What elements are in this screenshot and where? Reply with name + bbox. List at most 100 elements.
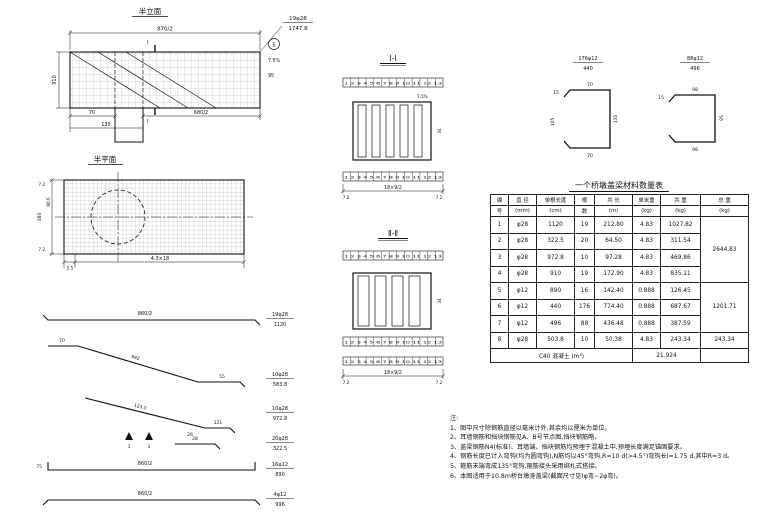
extra-tick-strip (342, 356, 444, 366)
col-header-unit: 号 (490, 205, 509, 217)
rebar-shape-n3 (84, 397, 236, 434)
dim-label: 4.3×18 (151, 256, 170, 262)
bar-length: 322.5 (273, 446, 287, 452)
cell: 176 (574, 298, 595, 316)
cell: 436.48 (594, 315, 633, 333)
slope-label: 7.5% (417, 94, 428, 99)
cell: 910 (536, 265, 575, 283)
dim-label: 7.2 (343, 380, 350, 385)
cell-subtotal: 1201.71 (700, 282, 749, 333)
cell: 10 (574, 249, 595, 267)
notes-block: 注: 1、图中尺寸除钢筋直径以毫米计外,其余均以厘米为单位。 2、耳墙钢筋和挡块… (450, 414, 756, 481)
bar-mark: 16φ12 (272, 462, 288, 468)
table-title-text: 一个桥墩盖梁材料数量表 (569, 181, 669, 192)
dim-label: 70 (587, 153, 593, 159)
cell: 8 (490, 331, 509, 349)
col-header-unit: (kg) (632, 205, 661, 217)
dim-label: 5.5 (67, 266, 74, 271)
stirrup-shape-a (563, 89, 611, 149)
cell: φ28 (508, 249, 537, 267)
triangle-symbol (125, 432, 133, 440)
bar-length: 583.8 (273, 382, 287, 388)
dim-label: 860/2 (138, 491, 152, 497)
dim-label: 7.2 (343, 195, 350, 200)
cell: φ12 (508, 282, 537, 300)
dim-label: 105 (550, 118, 556, 127)
dim-label: 26 (187, 432, 193, 438)
elevation-view: 半立面 870/2 19φ28 1747.8 5 Ⅰ Ⅰ (52, 6, 313, 143)
col-header-unit: (kg) (700, 205, 749, 217)
cell: 4.83 (632, 265, 661, 283)
cell: 890 (536, 282, 575, 300)
cell: 16 (574, 282, 595, 300)
section-2-view: Ⅱ-Ⅱ 1 2 3 4 5 6 7 8 9 10 11 12 13 34 1 2… (340, 229, 446, 385)
rebar-shape-n6 (42, 499, 261, 506)
cell-subtotal: 2644.83 (700, 216, 749, 283)
pier-column-stub (114, 107, 144, 143)
dim-label: 18×9/2 (384, 185, 402, 191)
material-table-block: 一个桥墩盖梁材料数量表 编直 径单根长度根共 长单米重共 重总 重 号(mm)(… (490, 180, 749, 363)
cell: 311.54 (660, 232, 701, 250)
cell: 1027.82 (660, 216, 701, 234)
section-title: Ⅱ-Ⅱ (388, 229, 398, 238)
cell: 774.40 (594, 298, 633, 316)
col-header-unit: (kg) (660, 205, 701, 217)
centerlines (55, 172, 253, 262)
dim-label: 90.6 (46, 197, 51, 207)
dim-label: 34 (437, 128, 442, 134)
col-header: 根 (574, 194, 595, 206)
triangle-symbol (145, 432, 153, 440)
col-header: 总 重 (700, 194, 749, 206)
tick-numbers: 1 2 3 4 5 6 7 8 9 10 11 12 13 (344, 176, 442, 180)
left-dimension-lines (49, 177, 64, 257)
dim-label: 680/2 (194, 110, 208, 116)
cell: 387.59 (660, 315, 701, 333)
bar-callout-mark: 19φ28 (289, 16, 307, 22)
dim-label: 860/2 (138, 461, 152, 467)
bar-length: 496 (690, 66, 700, 72)
bar-length: 440 (583, 66, 593, 72)
cell: 4.83 (632, 331, 661, 349)
cell: 1 (490, 216, 509, 234)
bar-mark: 20φ28 (272, 436, 288, 442)
cell: 6 (490, 298, 509, 316)
cell: 440 (536, 298, 575, 316)
cell: 0.888 (632, 298, 661, 316)
dim-label: 18×9/2 (384, 370, 402, 376)
dim-label: 15 (553, 90, 559, 96)
concrete-label: C40 混凝土 (m³) (490, 348, 633, 363)
notes-title: 注: (450, 415, 459, 422)
dim-label: 95 (268, 73, 274, 79)
section-rebar-columns (357, 104, 423, 158)
bar-mark: 176φ12 (578, 56, 597, 62)
cell: 4.83 (632, 232, 661, 250)
dim-label: 7.2 (38, 182, 45, 187)
dim-label: 95 (719, 115, 725, 121)
dim-label: 135 (101, 122, 111, 128)
col-header: 单米重 (632, 194, 661, 206)
cell: 212.80 (594, 216, 633, 234)
dim-label: 55 (219, 374, 225, 380)
cell: φ12 (508, 298, 537, 316)
cell: 835.11 (660, 265, 701, 283)
dim-label: 34 (437, 298, 442, 304)
cell: φ12 (508, 315, 537, 333)
cell: 64.50 (594, 232, 633, 250)
col-header: 共 重 (660, 194, 701, 206)
cell: 10 (574, 331, 595, 349)
section-cut-label: Ⅰ (147, 119, 149, 125)
cap-beam-outline (69, 51, 261, 109)
top-tick-strip (342, 77, 444, 88)
cell: 322.5 (536, 232, 575, 250)
cell: φ28 (508, 265, 537, 283)
detail-bubble-number: 5 (272, 43, 275, 49)
cell: φ28 (508, 331, 537, 349)
note-item: 4、钢筋长度已计入弯钩(均为圆弯钩),N筋均以45°弯钩,R=10 d(>4.5… (450, 453, 734, 461)
col-header: 直 径 (508, 194, 537, 206)
col-header: 编 (490, 194, 509, 206)
